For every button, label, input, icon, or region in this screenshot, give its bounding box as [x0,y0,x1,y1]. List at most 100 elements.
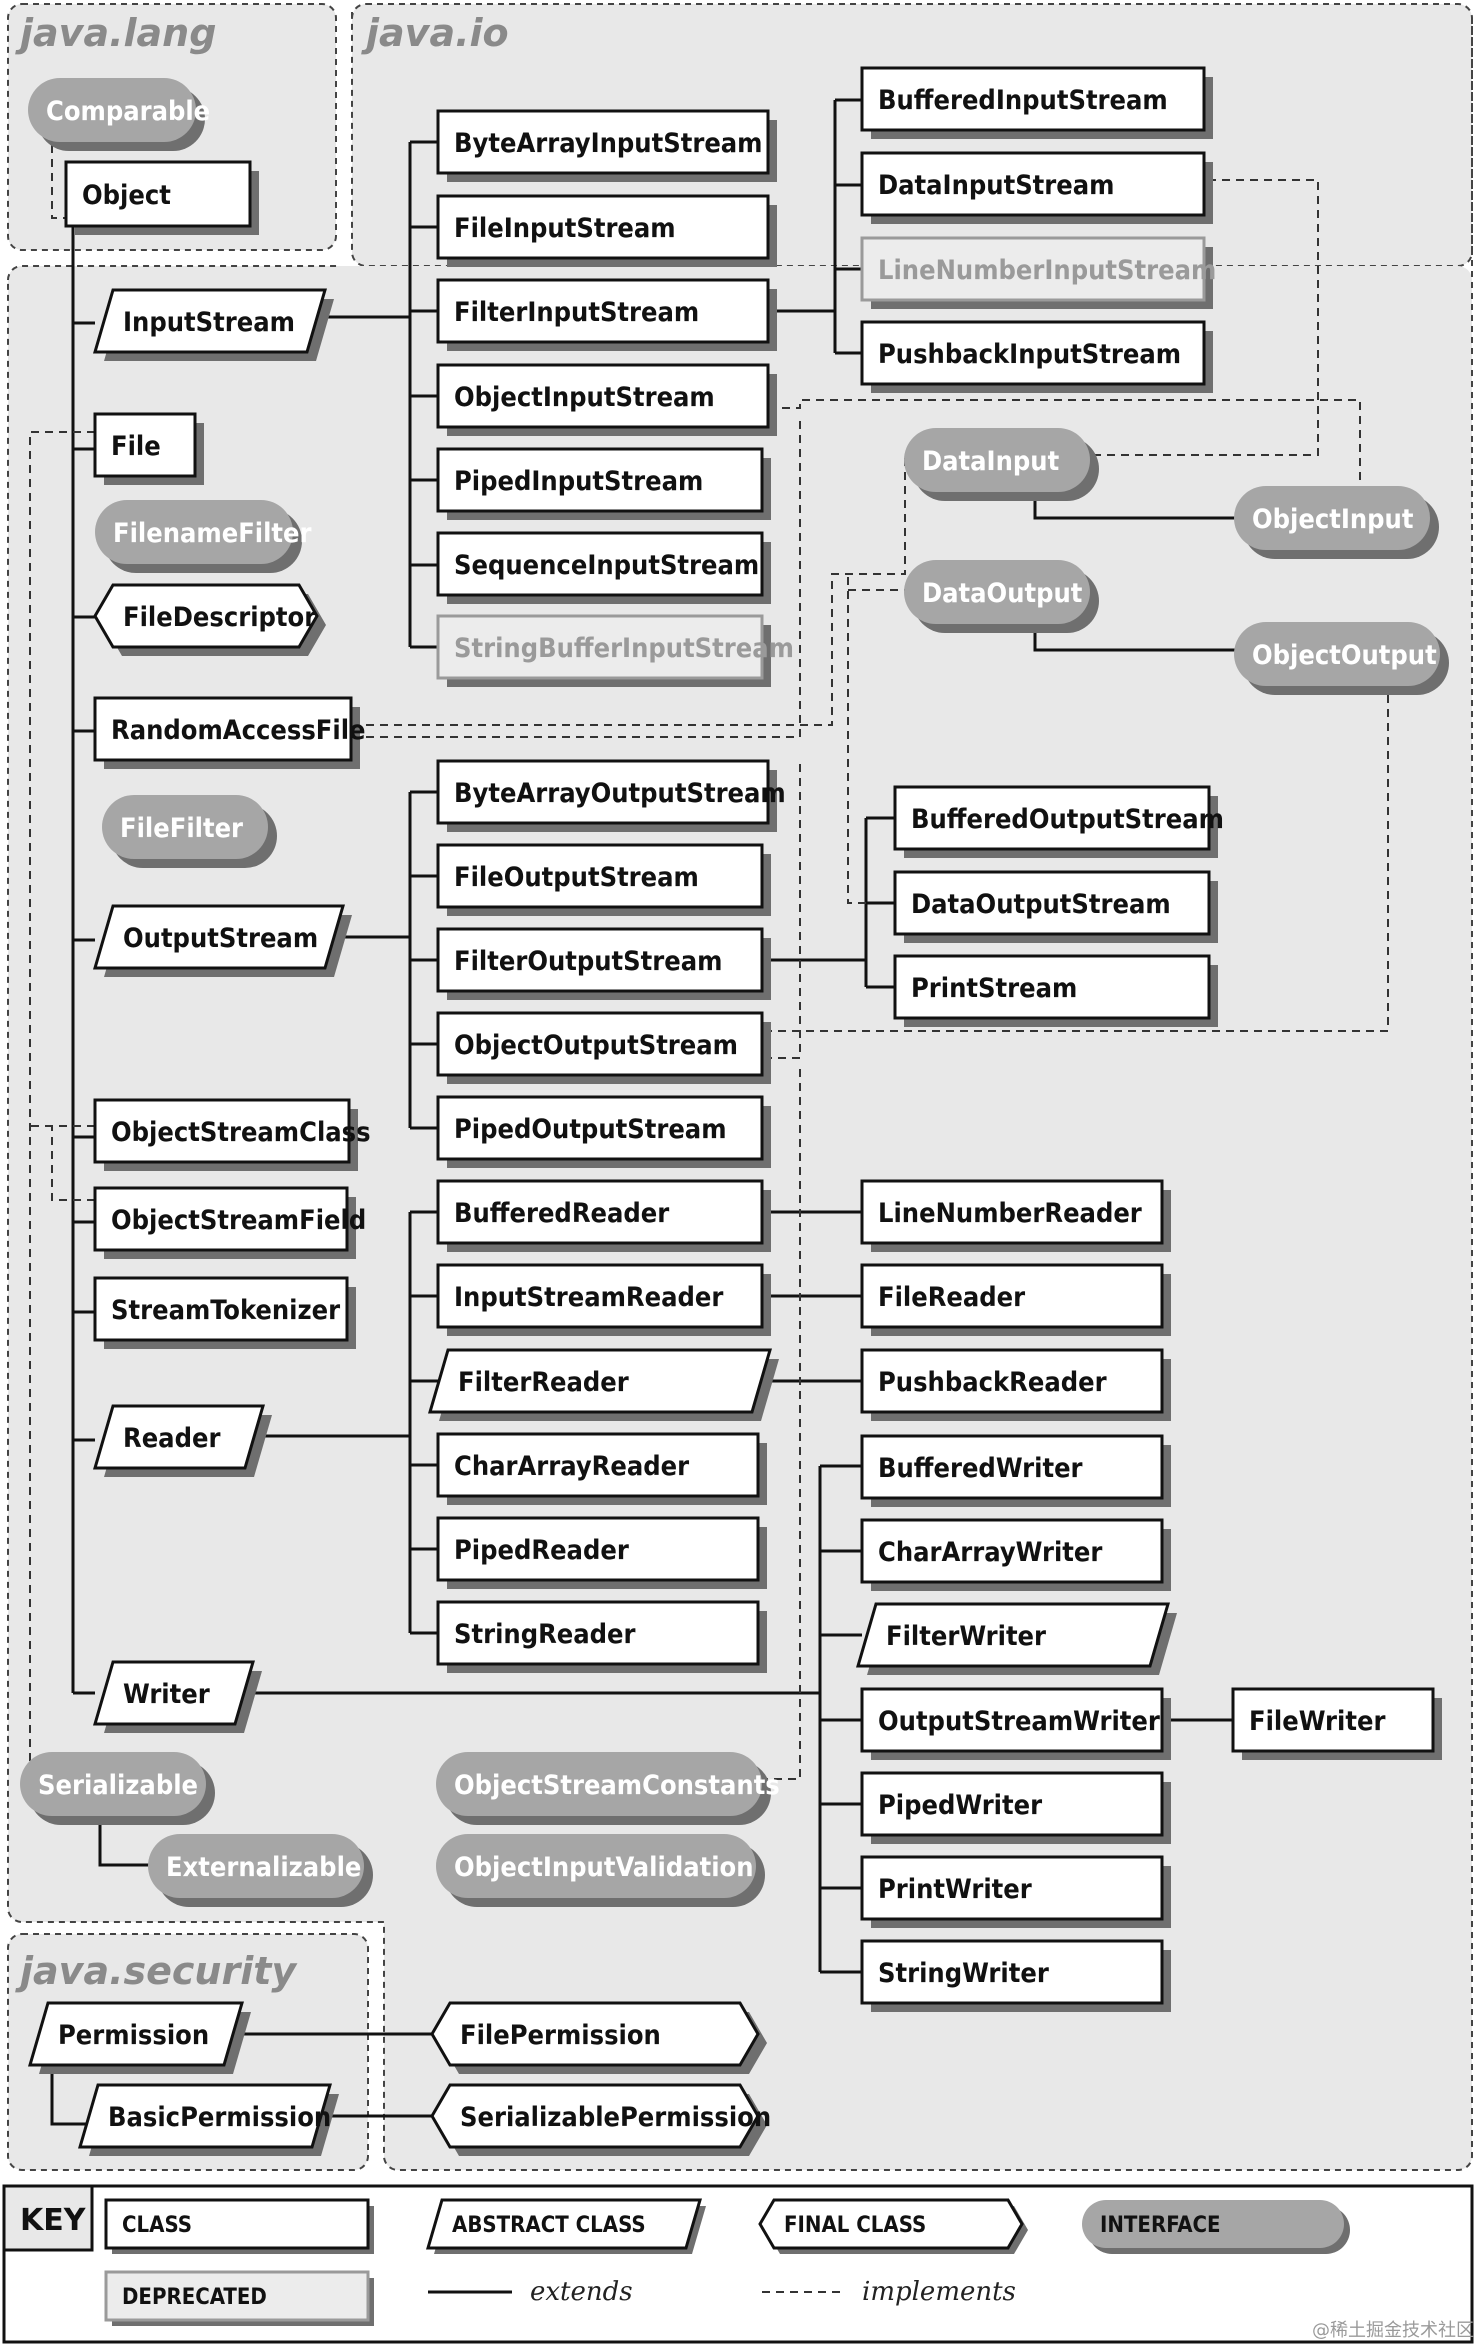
node-reader-shape [93,1404,265,1470]
key-class-sample: CLASS [104,2198,374,2254]
node-char-array-reader-label: CharArrayReader [454,1451,689,1482]
node-object-input-label: ObjectInput [1252,504,1414,535]
node-input-stream-reader-label: InputStreamReader [454,1282,723,1313]
package-io-title: java.io [361,11,509,55]
node-serializable: Serializable [20,1752,215,1825]
node-pushback-input-stream: PushbackInputStream [860,320,1213,393]
node-file-input-stream-label: FileInputStream [454,213,676,244]
extends-filterinputstream [768,98,862,355]
node-data-input-stream: DataInputStream [860,151,1213,224]
key-class-sample-shape [104,2198,370,2250]
node-output-stream-writer: OutputStreamWriter [860,1687,1171,1760]
node-buffered-output-stream: BufferedOutputStream [893,785,1224,858]
node-piped-output-stream: PipedOutputStream [436,1095,771,1168]
node-file-label: File [111,431,161,462]
node-data-input-shape [904,428,1090,492]
node-char-array-writer-label: CharArrayWriter [878,1537,1102,1568]
node-object-stream-class-shape [93,1098,351,1164]
node-serializable-permission-label: SerializablePermission [460,2102,771,2133]
node-buffered-reader: BufferedReader [436,1179,771,1252]
node-data-input-label: DataInput [922,446,1060,477]
node-byte-array-input-stream-shape [436,109,770,175]
node-piped-reader-label: PipedReader [454,1535,629,1566]
package-security-title: java.security [15,1949,298,1993]
node-string-reader-label: StringReader [454,1619,636,1650]
node-stream-tokenizer-label: StreamTokenizer [111,1295,340,1326]
node-file-output-stream-shape [436,843,764,909]
node-byte-array-output-stream-shape [436,759,770,825]
node-filter-input-stream: FilterInputStream [436,278,777,351]
node-pushback-reader-label: PushbackReader [878,1367,1107,1398]
node-file-filter: FileFilter [102,795,277,868]
node-buffered-writer-label: BufferedWriter [878,1453,1083,1484]
node-input-stream-reader: InputStreamReader [436,1263,771,1336]
key-legend: extends implements [428,2277,1016,2307]
node-file-input-stream: FileInputStream [436,194,777,267]
node-filter-output-stream-label: FilterOutputStream [454,946,722,977]
node-char-array-writer-shape [860,1518,1164,1584]
node-random-access-file-shape [93,696,353,762]
node-filename-filter: FilenameFilter [95,500,312,573]
key-abstract-sample-shape [426,2198,702,2250]
node-pushback-input-stream-shape [860,320,1206,386]
node-object-stream-field-label: ObjectStreamField [111,1205,366,1236]
extends-permission [50,2032,432,2126]
node-object-stream-constants-shape [436,1752,762,1816]
node-char-array-reader: CharArrayReader [436,1432,767,1505]
node-basic-permission-shape [78,2083,332,2149]
node-buffered-reader-shape [436,1179,764,1245]
node-char-array-reader-shape [436,1432,760,1498]
extends-reader [258,1210,438,1635]
node-data-output-label: DataOutput [922,578,1083,609]
class-nodes: ComparableObjectInputStreamFileFilenameF… [20,66,1449,2156]
node-input-stream-shape [93,288,327,354]
node-filter-reader-shape [428,1348,772,1414]
node-object-output-shape [1234,622,1440,686]
node-object-input-stream-label: ObjectInputStream [454,382,715,413]
package-io-border [7,10,1473,2171]
node-char-array-writer: CharArrayWriter [860,1518,1171,1591]
implements-legend-label: implements [862,2277,1016,2307]
node-output-stream-shape [93,904,345,970]
node-filter-output-stream: FilterOutputStream [436,927,771,1000]
node-filename-filter-shape [95,500,293,564]
node-byte-array-input-stream: ByteArrayInputStream [436,109,777,182]
node-string-writer-shape [860,1939,1164,2005]
implements-datainputstream [1095,179,1319,456]
node-basic-permission-label: BasicPermission [108,2102,331,2133]
node-file-permission: FilePermission [430,2001,767,2074]
node-filter-writer-label: FilterWriter [886,1621,1046,1652]
key-interface-sample: INTERFACE [1082,2200,1350,2254]
node-file-descriptor: FileDescriptor [93,583,326,656]
node-output-stream: OutputStream [93,904,352,977]
key-title: KEY [20,2203,87,2238]
node-writer: Writer [93,1660,262,1733]
node-buffered-reader-label: BufferedReader [454,1198,669,1229]
node-random-access-file: RandomAccessFile [93,696,366,769]
node-data-input: DataInput [904,428,1099,501]
node-buffered-input-stream-shape [860,66,1206,132]
node-string-reader: StringReader [436,1600,767,1673]
node-string-buffer-input-stream-shape [436,614,764,680]
node-stream-tokenizer-shape [93,1276,349,1342]
node-object-input-stream-shape [436,363,770,429]
node-object-output-stream-label: ObjectOutputStream [454,1030,738,1061]
node-line-number-input-stream-label: LineNumberInputStream [878,255,1216,286]
implements-serializable-file [29,431,95,1800]
key-title-bg [2,2184,94,2252]
implements-randomaccess [352,418,906,738]
node-object: Object [64,160,259,235]
node-piped-reader-shape [436,1516,760,1582]
node-print-writer-label: PrintWriter [878,1874,1032,1905]
node-writer-label: Writer [123,1679,210,1710]
node-filter-input-stream-shape [436,278,770,344]
node-file-descriptor-shape [93,583,319,649]
node-file-descriptor-label: FileDescriptor [123,602,316,633]
node-string-writer: StringWriter [860,1939,1171,2012]
node-buffered-writer-shape [860,1434,1164,1500]
implements-dataoutputstream [847,574,905,904]
key-interface-sample-shape [1082,2200,1344,2248]
node-file-reader-label: FileReader [878,1282,1025,1313]
extends-legend-label: extends [530,2277,633,2307]
node-file-shape [93,412,197,478]
